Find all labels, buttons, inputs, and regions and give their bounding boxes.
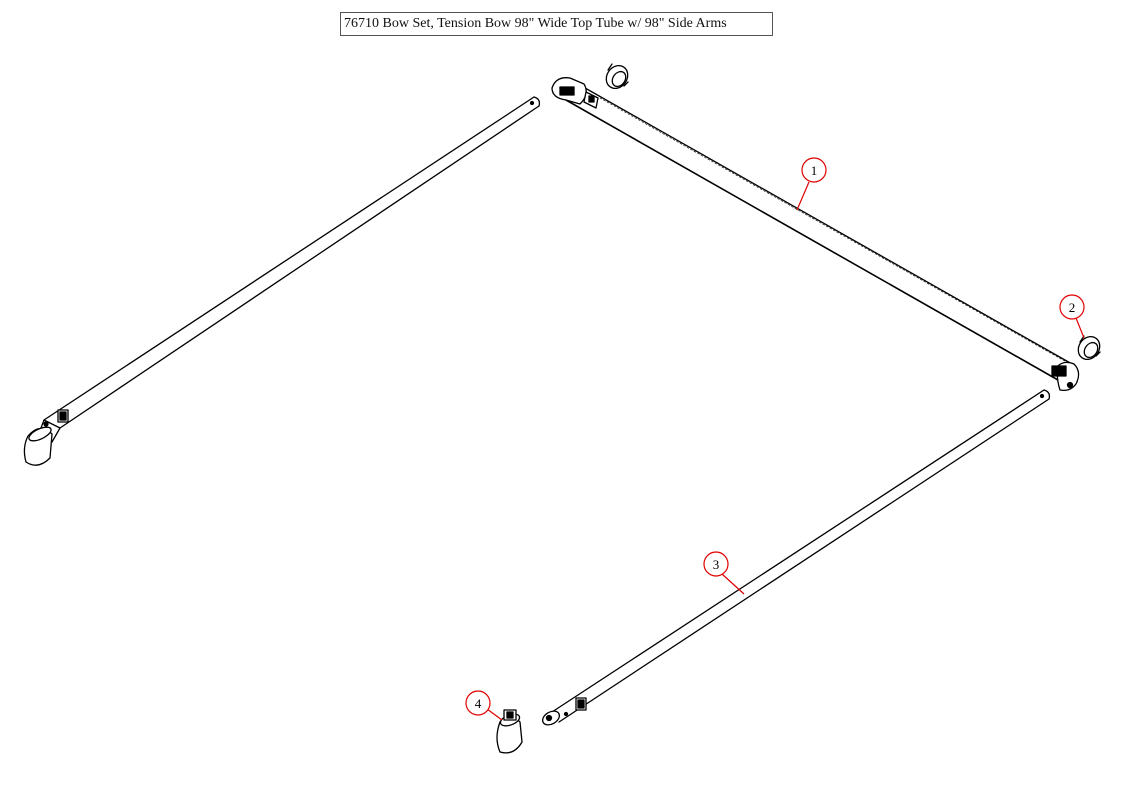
- callout-4: 4: [465, 690, 503, 721]
- side-arm-right: [541, 389, 1051, 726]
- callout-1: 1: [796, 157, 827, 211]
- callout-3-label: 3: [713, 557, 720, 572]
- top-tube: [551, 77, 1080, 392]
- callout-2-label: 2: [1069, 300, 1076, 315]
- mounting-bracket: [496, 709, 523, 754]
- diagram-title: 76710 Bow Set, Tension Bow 98" Wide Top …: [340, 12, 773, 36]
- tension-ring-top: [605, 63, 629, 90]
- callout-1-label: 1: [811, 163, 818, 178]
- side-arm-left: [23, 96, 541, 466]
- callout-4-label: 4: [475, 696, 482, 711]
- callout-2: 2: [1059, 294, 1085, 339]
- callout-3: 3: [703, 551, 745, 595]
- tension-ring-right: [1077, 335, 1101, 361]
